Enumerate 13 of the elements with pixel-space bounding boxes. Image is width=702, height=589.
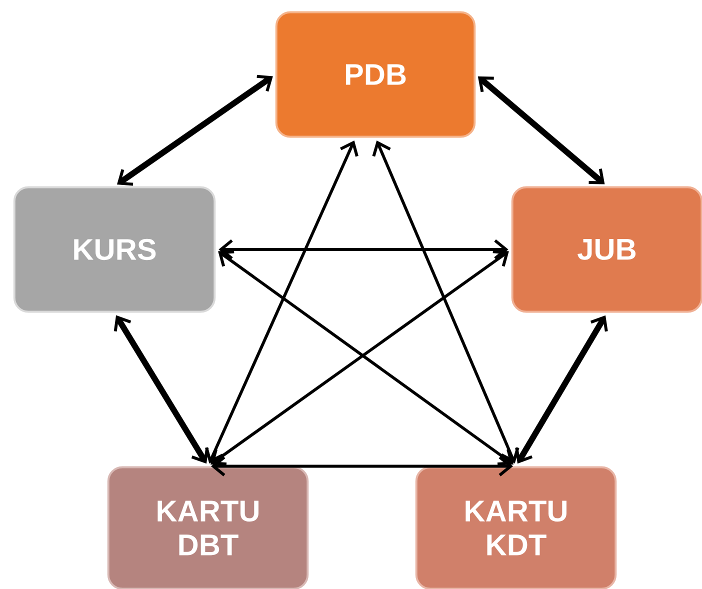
- process-box: KARTU DBT: [107, 466, 309, 589]
- arrow: [116, 74, 273, 186]
- process-box: JUB: [511, 186, 702, 313]
- process-box: KURS: [13, 186, 216, 313]
- process-box: KARTU KDT: [415, 466, 617, 589]
- arrow: [205, 140, 358, 464]
- arrow: [478, 76, 605, 184]
- arrow: [372, 140, 520, 464]
- process-box: PDB: [275, 11, 476, 138]
- arrow: [218, 239, 508, 260]
- arrow: [515, 315, 608, 464]
- arrow: [211, 456, 514, 476]
- arrow: [114, 315, 209, 464]
